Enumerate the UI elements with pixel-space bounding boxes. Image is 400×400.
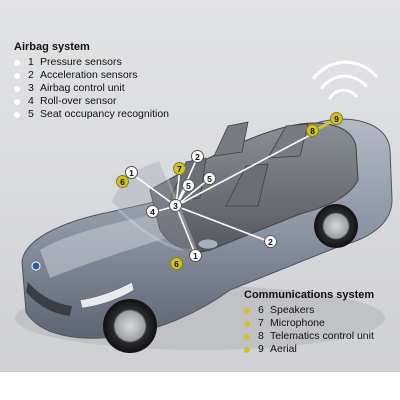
bullet-dot: [244, 307, 250, 314]
legend-item: 5 Seat occupancy recognition: [14, 108, 169, 121]
callout-pressure-sensor-front: 1: [125, 166, 138, 179]
bullet-dot: [244, 333, 250, 340]
legend-item: 2 Acceleration sensors: [14, 69, 169, 82]
legend-item-label: Acceleration sensors: [40, 69, 138, 81]
front-wheel: [103, 299, 157, 353]
bullet-dot: [14, 111, 20, 118]
legend-item-number: 9: [258, 343, 264, 355]
legend-item: 7 Microphone: [244, 317, 374, 330]
callout-airbag-control-unit: 3: [169, 199, 182, 212]
legend-item: 9 Aerial: [244, 343, 374, 356]
legend-item-number: 1: [28, 56, 34, 68]
callout-acceleration-sensor-rear: 2: [191, 150, 204, 163]
airbag-system-legend: Airbag system 1 Pressure sensors 2 Acceler…: [14, 41, 169, 121]
front-grille: [26, 282, 72, 316]
legend-item: 8 Telematics control unit: [244, 330, 374, 343]
legend-item-number: 3: [28, 82, 34, 94]
callout-microphone: 7: [173, 162, 186, 175]
airbag-system-title: Airbag system: [14, 41, 90, 53]
callout-roll-over-sensor: 4: [146, 205, 159, 218]
bullet-dot: [244, 320, 250, 327]
legend-item-label: Telematics control unit: [270, 330, 374, 342]
legend-item-number: 2: [28, 69, 34, 81]
callout-aerial: 9: [330, 112, 343, 125]
signal-waves: [312, 60, 378, 100]
communications-system-list: 6 Speakers 7 Microphone 8 Telematics contro…: [244, 304, 374, 356]
callout-speaker-door: 6: [170, 257, 183, 270]
rear-seat-left: [213, 121, 249, 157]
legend-item-label: Aerial: [270, 343, 297, 355]
legend-item-label: Microphone: [270, 317, 325, 329]
legend-item-label: Seat occupancy recognition: [40, 108, 169, 120]
legend-item-number: 8: [258, 330, 264, 342]
legend-item-number: 6: [258, 304, 264, 316]
legend-item-number: 5: [28, 108, 34, 120]
legend-item-label: Airbag control unit: [40, 82, 125, 94]
side-mirror: [197, 238, 219, 250]
callout-seat-occupancy-rear: 5: [203, 172, 216, 185]
front-seat-right: [225, 163, 269, 207]
callout-pressure-sensor-side: 1: [189, 249, 202, 262]
communications-system-legend: Communications system 6 Speakers 7 Microph…: [244, 289, 374, 356]
legend-item: 1 Pressure sensors: [14, 56, 169, 69]
callout-speaker-front: 6: [116, 175, 129, 188]
hood-highlight: [40, 212, 185, 278]
rear-wheel: [314, 204, 358, 248]
legend-item: 3 Airbag control unit: [14, 82, 169, 95]
legend-item-label: Speakers: [270, 304, 315, 316]
bullet-dot: [14, 85, 20, 92]
legend-item: 4 Roll-over sensor: [14, 95, 169, 108]
callout-seat-occupancy-front: 5: [182, 179, 195, 192]
bullet-dot: [244, 346, 250, 353]
communications-system-title: Communications system: [244, 289, 375, 301]
legend-item: 6 Speakers: [244, 304, 374, 317]
legend-item-number: 7: [258, 317, 264, 329]
legend-item-label: Pressure sensors: [40, 56, 122, 68]
rear-seat-right: [267, 123, 309, 159]
bullet-dot: [14, 59, 20, 66]
legend-item-number: 4: [28, 95, 34, 107]
legend-item-label: Roll-over sensor: [40, 95, 117, 107]
callout-telematics-unit: 8: [306, 124, 319, 137]
bullet-dot: [14, 72, 20, 79]
headlight: [79, 281, 135, 309]
callout-acceleration-sensor-side: 2: [264, 235, 277, 248]
brand-logo: [31, 261, 41, 271]
bullet-dot: [14, 98, 20, 105]
